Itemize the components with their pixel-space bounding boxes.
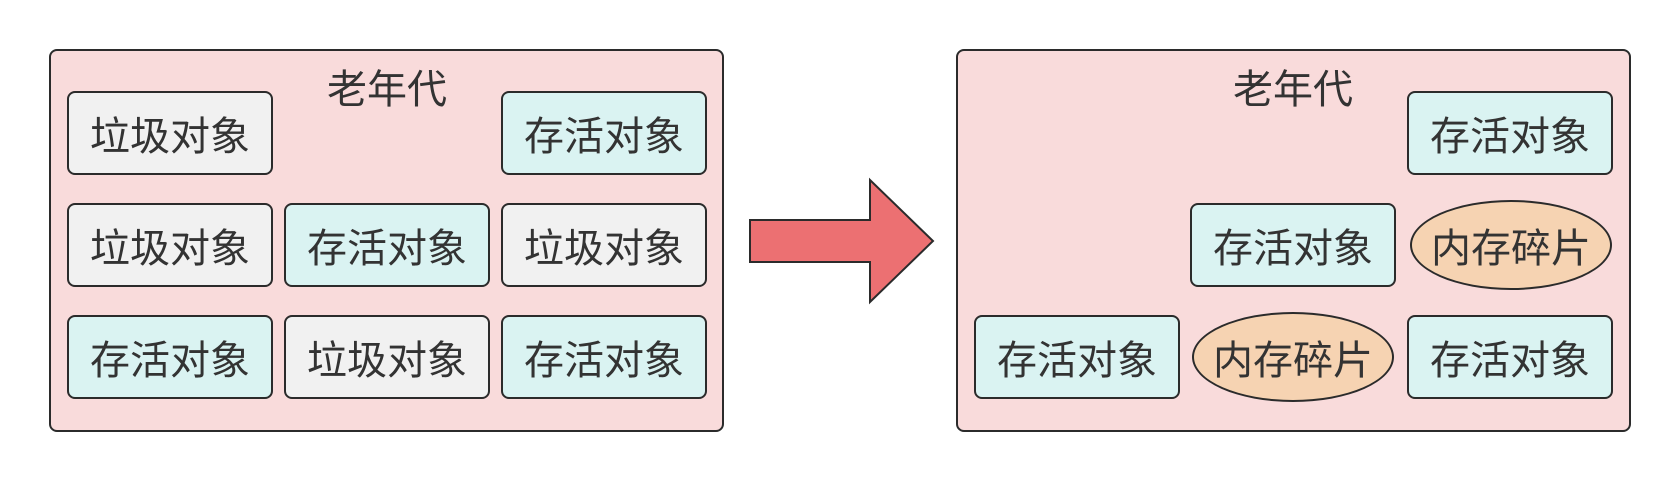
left-cell-r3c2: 垃圾对象	[284, 315, 490, 399]
left-cell-r3c3: 存活对象	[501, 315, 707, 399]
left-cell-r2c3: 垃圾对象	[501, 203, 707, 287]
right-fragment-r3c2: 内存碎片	[1192, 312, 1394, 402]
old-generation-before-title: 老年代	[327, 67, 447, 113]
left-cell-r3c1: 存活对象	[67, 315, 273, 399]
old-generation-after-title: 老年代	[1233, 67, 1353, 113]
right-fragment-r2c3: 内存碎片	[1410, 200, 1612, 290]
right-cell-r2c2: 存活对象	[1190, 203, 1396, 287]
left-cell-r2c2: 存活对象	[284, 203, 490, 287]
left-cell-r1c1: 垃圾对象	[67, 91, 273, 175]
right-cell-r3c3: 存活对象	[1407, 315, 1613, 399]
right-cell-r1c3: 存活对象	[1407, 91, 1613, 175]
right-arrow-shape	[749, 177, 935, 305]
left-cell-r1c3: 存活对象	[501, 91, 707, 175]
left-cell-r2c1: 垃圾对象	[67, 203, 273, 287]
right-cell-r3c1: 存活对象	[974, 315, 1180, 399]
